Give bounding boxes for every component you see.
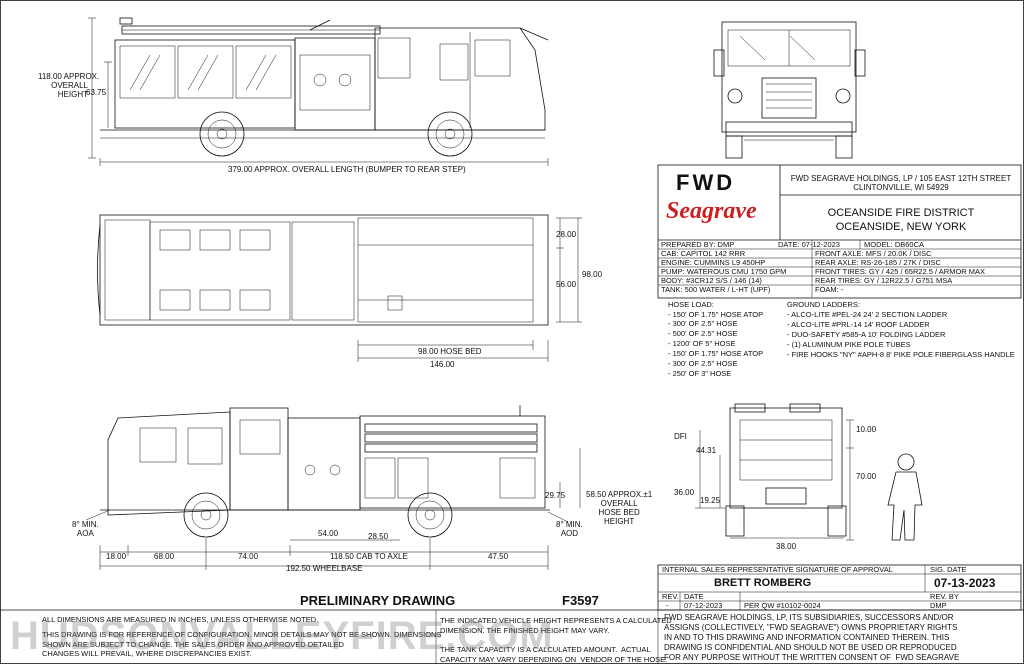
firefighter-figure bbox=[846, 419, 923, 541]
dim-top-98: 98.00 bbox=[582, 270, 603, 279]
watermark: HUDSONVALLEYFIRE.COM bbox=[10, 614, 554, 658]
ground-ladder-item: - FIRE HOOKS "NY" #APH-8 8' PIKE POLE FI… bbox=[787, 350, 1015, 359]
dim-44-31: 44.31 bbox=[696, 446, 717, 455]
dim-top-28: 28.00 bbox=[556, 230, 577, 239]
aod-label: 8° MIN. AOD bbox=[556, 520, 583, 538]
spec-front-tires: FRONT TIRES: GY / 425 / 65R22.5 / ARMOR … bbox=[815, 267, 986, 276]
rear-view bbox=[695, 403, 847, 539]
hose-load-item: - 1200' OF 5" HOSE bbox=[668, 339, 736, 348]
rev-date-label: DATE bbox=[684, 592, 704, 601]
dim-28-50: 28.50 bbox=[368, 532, 389, 541]
hose-load-item: - 500' OF 2.5" HOSE bbox=[668, 329, 738, 338]
dim-hose-bed: 98.00 HOSE BED bbox=[418, 347, 482, 356]
spec-foam: FOAM: - bbox=[815, 285, 844, 294]
hose-load-item: - 300' OF 2.5" HOSE bbox=[668, 319, 738, 328]
hose-load-item: - 300' OF 2.5" HOSE bbox=[668, 359, 738, 368]
ground-ladders-title: GROUND LADDERS: bbox=[787, 300, 860, 309]
dim-54: 54.00 bbox=[318, 529, 339, 538]
spec-tank: TANK: 500 WATER / L-HT (UPF) bbox=[661, 285, 771, 294]
title-block-frame bbox=[0, 164, 1024, 664]
spec-cab: CAB: CAPITOL 142 RRR bbox=[661, 249, 746, 258]
spec-front-axle: FRONT AXLE: MFS / 20.0K / DISC bbox=[815, 249, 932, 258]
rev-desc: PER QW #10102-0024 bbox=[744, 601, 821, 610]
spec-body: BODY: #3CR12 S/S / 146 (14) bbox=[661, 276, 762, 285]
drawing-date: DATE: 07-12-2023 bbox=[778, 240, 840, 249]
hose-load-item: - 250' OF 3" HOSE bbox=[668, 369, 732, 378]
note-tank: THE TANK CAPACITY IS A CALCULATED AMOUNT… bbox=[440, 645, 668, 664]
ground-ladder-item: - ALCO-LITE #PRL-14 14' ROOF LADDER bbox=[787, 320, 930, 329]
dim-19-25: 19.25 bbox=[700, 496, 721, 505]
dim-29-75: 29.75 bbox=[545, 491, 566, 500]
ground-ladder-item: - ALCO-LITE #PEL-24 24' 2 SECTION LADDER bbox=[787, 310, 948, 319]
rev-by: DMP bbox=[930, 601, 947, 610]
company-address: FWD SEAGRAVE HOLDINGS, LP / 105 EAST 12T… bbox=[790, 174, 1012, 192]
dfi-label: DFI bbox=[674, 432, 687, 441]
dim-68: 68.00 bbox=[154, 552, 175, 561]
overall-length-label: 379.00 APPROX. OVERALL LENGTH (BUMPER TO… bbox=[228, 165, 466, 174]
dim-10: 10.00 bbox=[856, 425, 877, 434]
dim-18: 18.00 bbox=[106, 552, 127, 561]
dim-74: 74.00 bbox=[238, 552, 259, 561]
side-view-top bbox=[88, 17, 549, 166]
hose-load-item: - 150' OF 1.75" HOSE ATOP bbox=[668, 310, 764, 319]
overall-height-label: 118.00 APPROX. OVERALL HEIGHT bbox=[38, 72, 100, 99]
dim-63-75: 63.75 bbox=[86, 88, 107, 97]
sig-date-label: SIG. DATE bbox=[930, 565, 967, 574]
rev-label: REV. bbox=[662, 592, 679, 601]
ground-ladder-item: - (1) ALUMINUM PIKE POLE TUBES bbox=[787, 340, 911, 349]
ground-ladder-item: - DUO-SAFETY #585-A 10' FOLDING LADDER bbox=[787, 330, 946, 339]
rev-by-label: REV. BY bbox=[930, 592, 959, 601]
dim-36: 36.00 bbox=[674, 488, 695, 497]
prepared-by: PREPARED BY: DMP bbox=[661, 240, 735, 249]
dim-cab-to-axle: 118.50 CAB TO AXLE bbox=[330, 552, 408, 561]
plan-view bbox=[97, 214, 582, 362]
spec-pump: PUMP: WATEROUS CMU 1750 GPM bbox=[661, 267, 787, 276]
dim-38: 38.00 bbox=[776, 542, 797, 551]
dim-146: 146.00 bbox=[430, 360, 455, 369]
dim-58-50-label: 58.50 APPROX.±1 OVERALL HOSE BED HEIGHT bbox=[586, 490, 653, 526]
dim-47-50: 47.50 bbox=[488, 552, 509, 561]
preliminary-label: PRELIMINARY DRAWING bbox=[300, 593, 456, 608]
rev-date: 07-12-2023 bbox=[684, 601, 723, 610]
aoa-label: 8° MIN. AOA bbox=[72, 520, 99, 538]
fwd-logo: FWD bbox=[676, 170, 736, 195]
note-height: THE INDICATED VEHICLE HEIGHT REPRESENTS … bbox=[440, 616, 672, 635]
sig-date: 07-13-2023 bbox=[934, 576, 996, 590]
hose-load-item: - 150' OF 1.75" HOSE ATOP bbox=[668, 349, 764, 358]
drawing-number: F3597 bbox=[562, 593, 599, 608]
approval-header: INTERNAL SALES REPRESENTATIVE SIGNATURE … bbox=[662, 565, 893, 574]
model: MODEL: DB60CA bbox=[864, 240, 925, 249]
side-view-bottom bbox=[85, 405, 581, 570]
dim-wheelbase: 192.50 WHEELBASE bbox=[286, 564, 363, 573]
dim-70: 70.00 bbox=[856, 472, 877, 481]
note-dimensions: ALL DIMENSIONS ARE MEASURED IN INCHES, U… bbox=[42, 615, 319, 624]
spec-engine: ENGINE: CUMMINS L9 450HP bbox=[661, 258, 766, 267]
spec-rear-axle: REAR AXLE: RS-26-185 / 27K / DISC bbox=[815, 258, 941, 267]
front-view bbox=[713, 21, 866, 159]
confidential-notice: FWD SEAGRAVE HOLDINGS, LP, ITS SUBSIDIAR… bbox=[664, 613, 960, 662]
customer-name: OCEANSIDE FIRE DISTRICT OCEANSIDE, NEW Y… bbox=[827, 207, 975, 233]
spec-rear-tires: REAR TIRES: GY / 12R22.5 / G751 MSA bbox=[815, 276, 953, 285]
seagrave-logo: Seagrave bbox=[666, 198, 757, 224]
dim-top-56: 56.00 bbox=[556, 280, 577, 289]
hose-load-title: HOSE LOAD: bbox=[668, 300, 714, 309]
note-reference: THIS DRAWING IS FOR REFERENCE OF CONFIGU… bbox=[42, 630, 442, 658]
rev-value: - bbox=[666, 601, 669, 610]
rep-name: BRETT ROMBERG bbox=[714, 577, 812, 589]
